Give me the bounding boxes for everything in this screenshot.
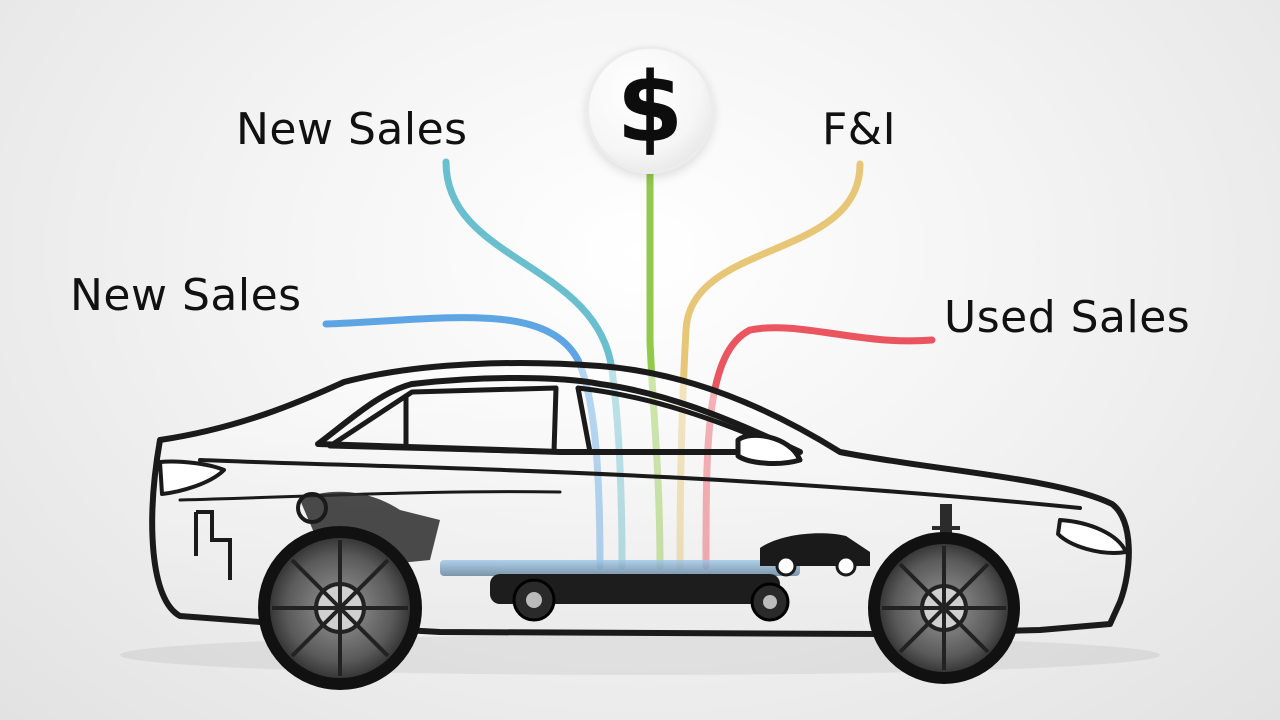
label-new-sales-top: New Sales xyxy=(236,104,468,155)
label-used-sales: Used Sales xyxy=(944,292,1191,343)
front-window xyxy=(327,385,559,455)
head-light xyxy=(1056,518,1128,555)
rear-wheel xyxy=(258,526,422,690)
label-new-sales-left: New Sales xyxy=(70,270,302,321)
rear-gear-icon xyxy=(296,492,328,524)
lower-crease xyxy=(178,490,562,502)
dollar-badge: $ xyxy=(586,46,714,174)
side-window-frame xyxy=(315,375,803,455)
chassis-hub-right xyxy=(763,595,777,609)
chassis-hub-left xyxy=(526,592,542,608)
dollar-icon: $ xyxy=(616,52,684,164)
mini-car-wheel-front xyxy=(835,555,857,577)
mini-car-wheel-rear xyxy=(775,555,797,577)
tail-light xyxy=(158,459,226,496)
label-fi: F&I xyxy=(822,104,897,155)
body-crease xyxy=(198,458,1082,510)
chassis-floor xyxy=(440,560,800,576)
chassis-rail xyxy=(490,574,780,604)
seat-icon xyxy=(194,510,232,580)
front-wheel xyxy=(868,532,1020,684)
side-mirror xyxy=(735,432,803,466)
